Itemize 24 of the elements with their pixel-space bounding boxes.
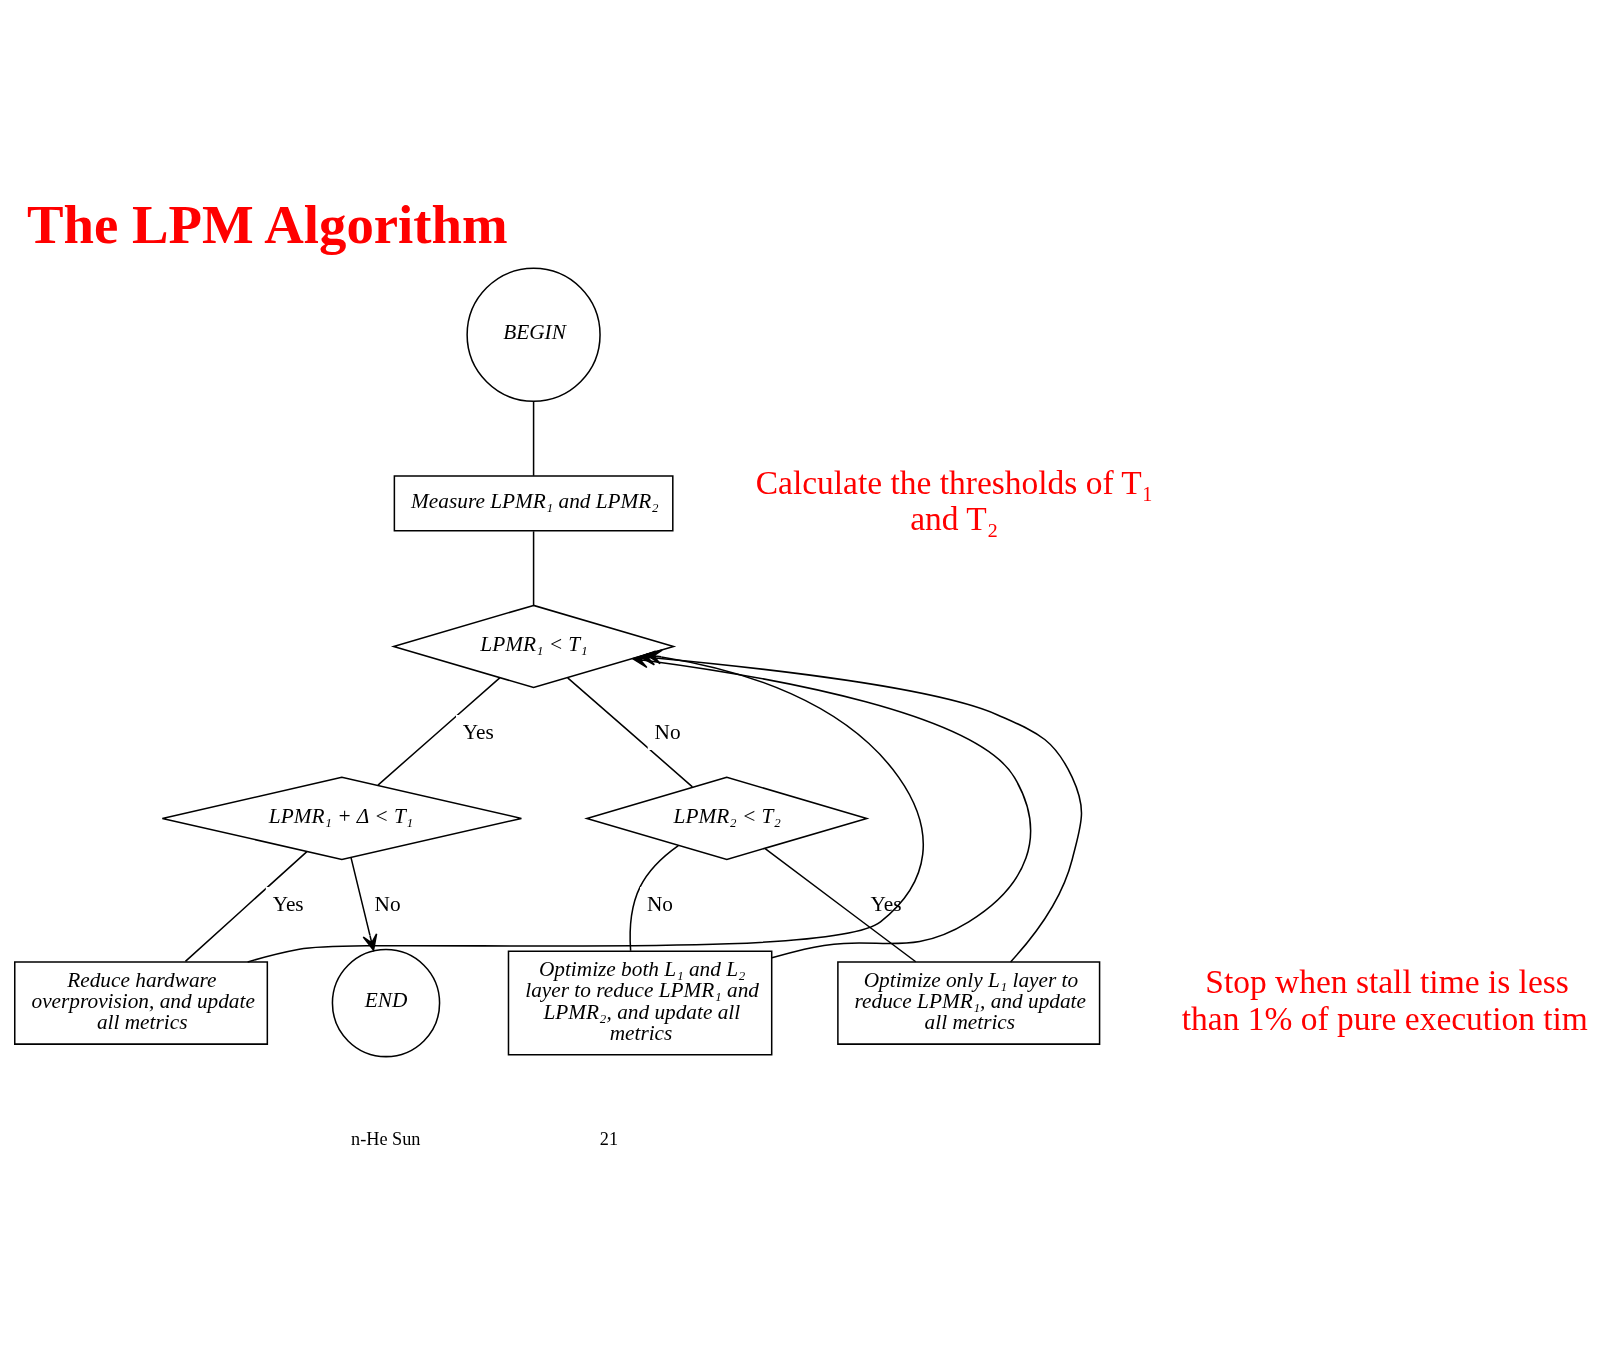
node-box: Optimize both L₁ and L₂ layer to reduce LPMR₁ and LPMR₂, and update all metrics xyxy=(507,950,773,1056)
edge-label: Yes xyxy=(272,891,304,916)
edge-label: No xyxy=(646,891,673,916)
node-circle: BEGIN xyxy=(466,267,601,402)
node-diamond: LPMR₂ < T₂ xyxy=(584,776,870,860)
node-box: Reduce hardware overprovision, and update all metrics xyxy=(14,960,269,1045)
connector xyxy=(764,847,917,962)
connector xyxy=(532,400,535,476)
node-circle: END xyxy=(331,948,441,1057)
connector xyxy=(532,530,535,606)
connector xyxy=(566,676,694,788)
label: 21 xyxy=(599,1128,619,1149)
edge-label: No xyxy=(374,891,401,916)
diagram-title: The LPM Algorithm xyxy=(26,193,508,255)
label: n-He Sun xyxy=(351,1128,421,1149)
node-box: Measure LPMR₁ and LPMR₂ xyxy=(393,474,674,532)
edge-label: No xyxy=(654,719,681,744)
edge-label: Yes xyxy=(870,891,902,916)
node-diamond: LPMR₁ < T₁ xyxy=(390,604,677,688)
node-box: Optimize only L₁ layer to reduce LPMR₁, and update all metrics xyxy=(837,960,1101,1045)
label: Calculate the thresholds of T₁ and T₂ xyxy=(755,463,1154,537)
node-diamond: LPMR₁ + Δ < T₁ xyxy=(161,776,523,860)
edge-label: Yes xyxy=(462,719,494,744)
label: Stop when stall time is less than 1% of pure execution tim xyxy=(1181,962,1588,1037)
